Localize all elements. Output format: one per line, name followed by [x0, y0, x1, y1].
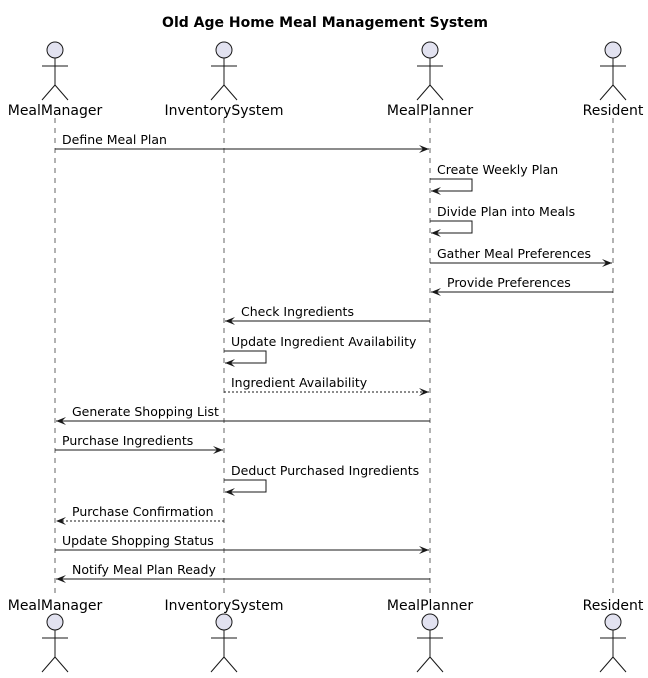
meal-manager-name-bottom: MealManager — [8, 598, 103, 614]
actor-leg-right — [223, 84, 238, 101]
message-label: Generate Shopping List — [72, 404, 219, 419]
meal-planner-actor-bottom — [416, 613, 444, 673]
actor-head — [215, 613, 233, 631]
message-8: Ingredient Availability — [224, 375, 429, 396]
message-label: Update Shopping Status — [62, 533, 214, 548]
message-label: Divide Plan into Meals — [437, 204, 575, 219]
lifelines — [54, 118, 614, 594]
actor-leg-right — [429, 656, 444, 673]
message-label: Gather Meal Preferences — [437, 246, 591, 261]
actor-leg-right — [54, 656, 69, 673]
message-3: Divide Plan into Meals — [430, 204, 575, 237]
actor-leg-left — [599, 84, 614, 101]
arrowhead — [225, 359, 235, 367]
arrowhead — [213, 446, 223, 454]
message-7: Update Ingredient Availability — [224, 334, 417, 367]
message-label: Purchase Ingredients — [62, 433, 193, 448]
actor-head — [421, 613, 439, 631]
message-2: Create Weekly Plan — [430, 162, 558, 195]
arrowhead — [56, 575, 66, 583]
arrowhead — [602, 259, 612, 267]
arrowhead — [225, 317, 235, 325]
meal-planner-name-bottom: MealPlanner — [387, 598, 473, 614]
arrowhead — [419, 546, 429, 554]
actor-leg-right — [429, 84, 444, 101]
meal-planner-actor-top — [416, 41, 444, 101]
meal-manager-name-top: MealManager — [8, 103, 103, 119]
meal-manager-actor-bottom — [41, 613, 69, 673]
self-message-loop — [430, 220, 473, 234]
actor-leg-right — [612, 656, 627, 673]
message-11: Deduct Purchased Ingredients — [224, 463, 419, 496]
message-label: Purchase Confirmation — [72, 504, 214, 519]
message-label: Provide Preferences — [447, 275, 571, 290]
arrowhead — [431, 229, 441, 237]
arrowhead — [225, 488, 235, 496]
message-1: Define Meal Plan — [55, 132, 429, 153]
self-message-loop — [224, 350, 267, 364]
actor-head — [46, 41, 64, 59]
arrowhead — [419, 145, 429, 153]
arrowhead — [431, 288, 441, 296]
actor-head — [604, 613, 622, 631]
diagram-title: Old Age Home Meal Management System — [162, 15, 488, 31]
arrowhead — [56, 517, 66, 525]
self-message-loop — [224, 479, 267, 493]
message-label: Ingredient Availability — [231, 375, 368, 390]
arrowhead — [431, 187, 441, 195]
message-label: Create Weekly Plan — [437, 162, 558, 177]
resident-name-top: Resident — [583, 103, 644, 119]
message-label: Update Ingredient Availability — [231, 334, 417, 349]
actor-leg-left — [41, 656, 56, 673]
message-9: Generate Shopping List — [56, 404, 430, 425]
message-label: Notify Meal Plan Ready — [72, 562, 216, 577]
inventory-system-name-bottom: InventorySystem — [164, 598, 283, 614]
message-5: Provide Preferences — [431, 275, 613, 296]
actor-leg-right — [54, 84, 69, 101]
inventory-system-actor-bottom — [210, 613, 238, 673]
resident-name-bottom: Resident — [583, 598, 644, 614]
actor-leg-left — [599, 656, 614, 673]
self-message-loop — [430, 178, 473, 192]
actor-head — [46, 613, 64, 631]
actor-leg-right — [612, 84, 627, 101]
message-13: Update Shopping Status — [55, 533, 429, 554]
message-10: Purchase Ingredients — [55, 433, 223, 454]
message-label: Define Meal Plan — [62, 132, 167, 147]
meal-manager-actor-top — [41, 41, 69, 101]
actor-leg-left — [41, 84, 56, 101]
resident-actor-top — [599, 41, 627, 101]
message-12: Purchase Confirmation — [56, 504, 224, 525]
inventory-system-actor-top — [210, 41, 238, 101]
arrowhead — [419, 388, 429, 396]
message-6: Check Ingredients — [225, 304, 430, 325]
actor-head — [604, 41, 622, 59]
actor-leg-left — [416, 84, 431, 101]
inventory-system-name-top: InventorySystem — [164, 103, 283, 119]
actor-head — [421, 41, 439, 59]
message-4: Gather Meal Preferences — [430, 246, 612, 267]
actors: MealManagerMealManagerInventorySystemInv… — [8, 41, 644, 673]
message-14: Notify Meal Plan Ready — [56, 562, 430, 583]
actor-leg-left — [210, 656, 225, 673]
actor-leg-left — [416, 656, 431, 673]
message-label: Deduct Purchased Ingredients — [231, 463, 419, 478]
actor-head — [215, 41, 233, 59]
meal-planner-name-top: MealPlanner — [387, 103, 473, 119]
actor-leg-right — [223, 656, 238, 673]
resident-actor-bottom — [599, 613, 627, 673]
actor-leg-left — [210, 84, 225, 101]
message-label: Check Ingredients — [241, 304, 354, 319]
arrowhead — [56, 417, 66, 425]
